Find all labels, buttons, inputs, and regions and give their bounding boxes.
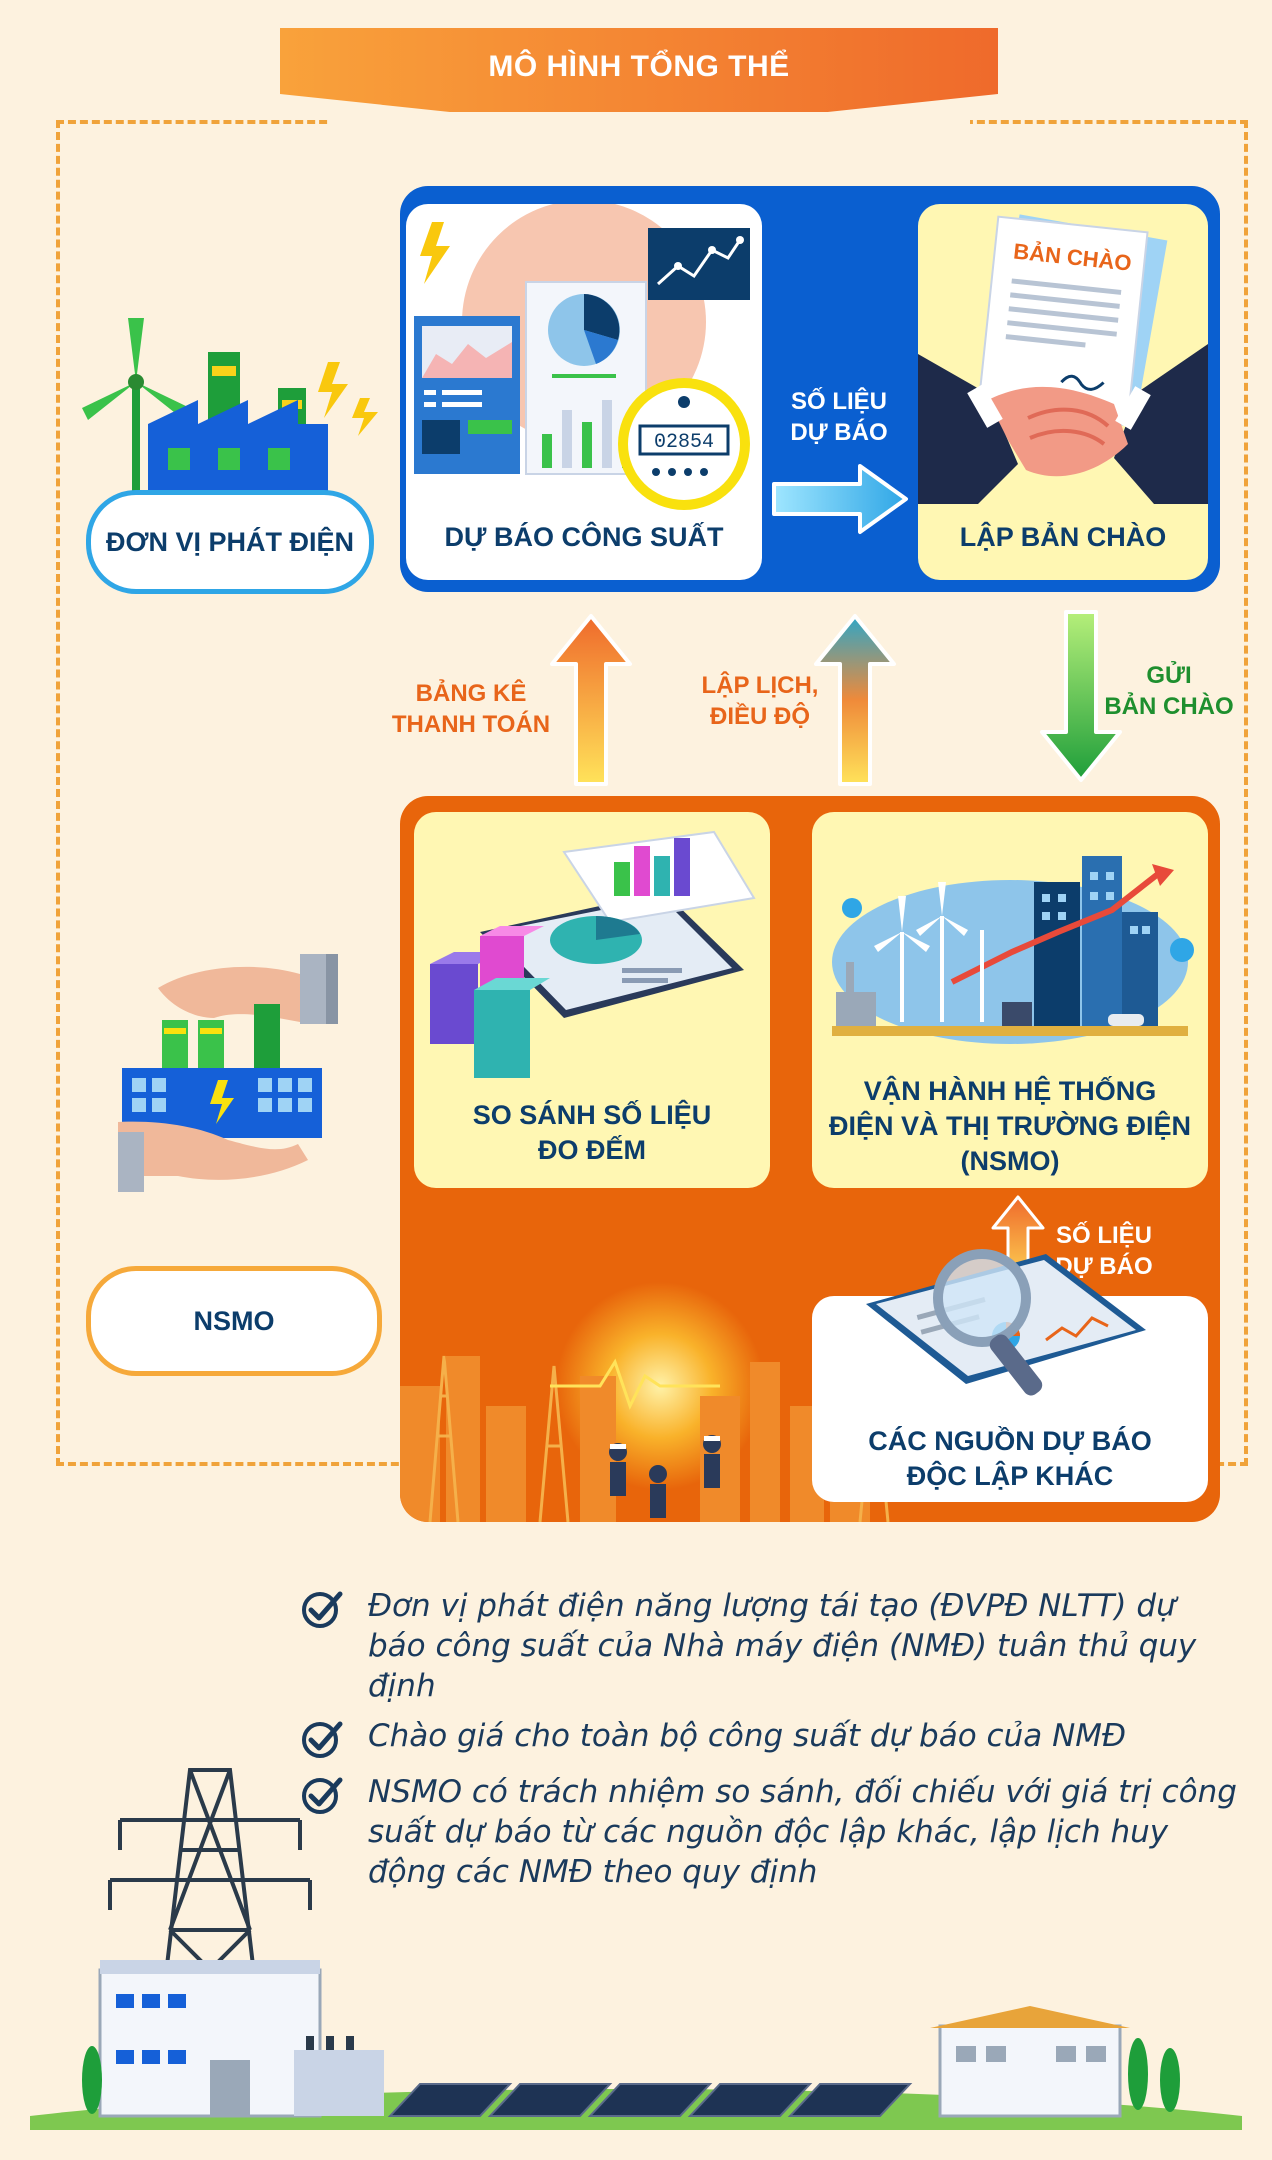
bullet-text: Chào giá cho toàn bộ công suất dự báo củ… [368, 1718, 1127, 1754]
power-meter-icon: 02854 [618, 378, 750, 510]
page-title: MÔ HÌNH TỔNG THỂ [488, 50, 790, 83]
forecast-card: 02854 DỰ BÁO CÔNG SUẤT [406, 204, 762, 580]
offer-card: BẢN CHÀO LẬP BẢN CHÀO [918, 204, 1208, 580]
charts-phone-icon [430, 830, 756, 1078]
list-item: NSMO có trách nhiệm so sánh, đối chiếu v… [300, 1772, 1240, 1892]
generator-node: ĐƠN VỊ PHÁT ĐIỆN [86, 490, 374, 594]
offer-label: LẬP BẢN CHÀO [959, 522, 1167, 552]
right-arrow-icon [772, 464, 908, 534]
generator-label: ĐƠN VỊ PHÁT ĐIỆN [105, 526, 355, 557]
bullet-text: NSMO có trách nhiệm so sánh, đối chiếu v… [368, 1774, 1237, 1890]
forecast-label: DỰ BÁO CÔNG SUẤT [444, 522, 724, 552]
title-banner [280, 28, 998, 132]
up-arrow-teal-icon [814, 614, 896, 786]
list-item: Đơn vị phát điện năng lượng tái tạo (ĐVP… [300, 1586, 1240, 1706]
city-turbines-icon [832, 856, 1194, 1044]
nsmo-label: NSMO [193, 1305, 275, 1336]
nsmo-node: NSMO [86, 1266, 382, 1376]
bullet-list: Đơn vị phát điện năng lượng tái tạo (ĐVP… [300, 1586, 1240, 1902]
list-item: Chào giá cho toàn bộ công suất dự báo củ… [300, 1716, 1240, 1762]
handshake-offer-icon: BẢN CHÀO [918, 214, 1208, 504]
edge-dispatch-label: LẬP LỊCH,ĐIỀU ĐỘ [701, 672, 819, 730]
check-icon [302, 1591, 343, 1628]
check-icon [302, 1721, 343, 1758]
up-arrow-orange-icon [550, 614, 632, 786]
meter-digits: 02854 [654, 431, 714, 454]
bullet-text: Đơn vị phát điện năng lượng tái tạo (ĐVP… [368, 1588, 1197, 1704]
check-icon [302, 1777, 343, 1814]
frame-gap [330, 112, 970, 132]
hands-factory-icon [118, 954, 338, 1192]
magnifier-report-icon [866, 1249, 1146, 1396]
forecast-dashboard-icon [414, 204, 750, 475]
transmission-tower-icon [30, 1768, 1242, 2130]
wind-factory-icon [82, 318, 378, 498]
sunset-city-icon [400, 1282, 890, 1522]
down-arrow-green-icon [1040, 610, 1122, 782]
